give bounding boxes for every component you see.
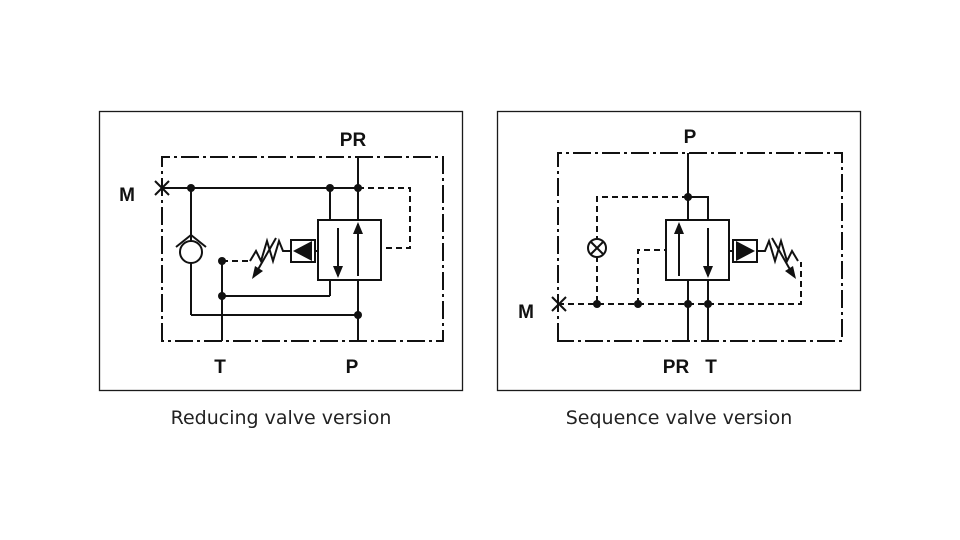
- sequence-valve-spool: [665, 219, 730, 281]
- sequence-valve-caption: Sequence valve version: [566, 407, 793, 429]
- port-label-t: T: [705, 357, 717, 378]
- reducing-valve-body-outline: [161, 156, 444, 342]
- reducing-valve-frame: [98, 110, 464, 392]
- orifice-indicator-icon: [587, 238, 607, 258]
- pilot-line-inner: [637, 249, 666, 304]
- port-label-p: P: [684, 127, 697, 148]
- reducing-valve-diagram: PR M T P Reducing valve version: [98, 110, 464, 429]
- port-label-m: M: [518, 302, 534, 323]
- sequence-valve-frame: [496, 110, 862, 392]
- reducing-valve-caption: Reducing valve version: [171, 407, 392, 429]
- check-valve-symbol: [175, 233, 207, 264]
- adjustable-spring-icon: [249, 237, 291, 279]
- reducing-valve-spool: [317, 219, 382, 281]
- port-label-pr: PR: [663, 357, 690, 378]
- pilot-line-left: [596, 196, 688, 304]
- p-to-tank-line: [688, 196, 709, 220]
- solenoid-actuator-icon: [729, 239, 758, 263]
- port-label-p: P: [346, 357, 359, 378]
- sequence-valve-body-outline: [557, 152, 843, 342]
- solenoid-actuator-icon: [290, 239, 318, 263]
- pilot-line-right: [358, 187, 411, 249]
- port-label-t: T: [214, 357, 226, 378]
- sequence-valve-diagram: P M PR T Sequence valve version: [496, 110, 862, 429]
- port-label-m: M: [119, 185, 135, 206]
- junction-dots: [593, 193, 712, 308]
- adjustable-spring-icon: [757, 237, 799, 279]
- port-label-pr: PR: [340, 130, 367, 151]
- junction-dots: [187, 184, 362, 319]
